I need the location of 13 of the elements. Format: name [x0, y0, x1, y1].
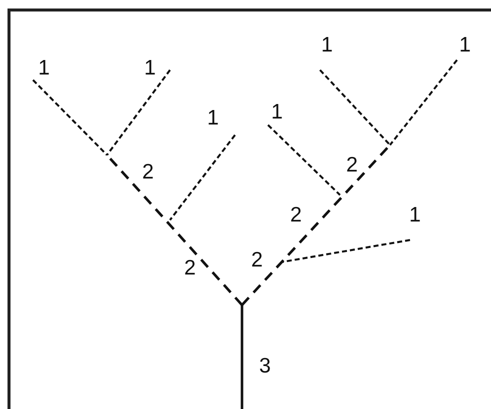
stream-order-number: 1 — [459, 34, 471, 56]
stream-order-number: 1 — [409, 204, 421, 226]
stream-order-number: 2 — [290, 204, 302, 226]
stream-order-number: 1 — [144, 58, 156, 78]
stream-order-number: 3 — [259, 356, 271, 376]
stream-order-number: 1 — [207, 108, 219, 128]
stream-order-number: 1 — [271, 102, 283, 122]
stream-order-number: 1 — [321, 34, 333, 56]
stream-order-number: 2 — [142, 162, 154, 182]
stream-order-number: 2 — [251, 250, 263, 270]
stream-order-number: 2 — [346, 154, 358, 176]
stream-order-number: 1 — [38, 58, 50, 78]
stream-order-number: 2 — [184, 258, 196, 278]
